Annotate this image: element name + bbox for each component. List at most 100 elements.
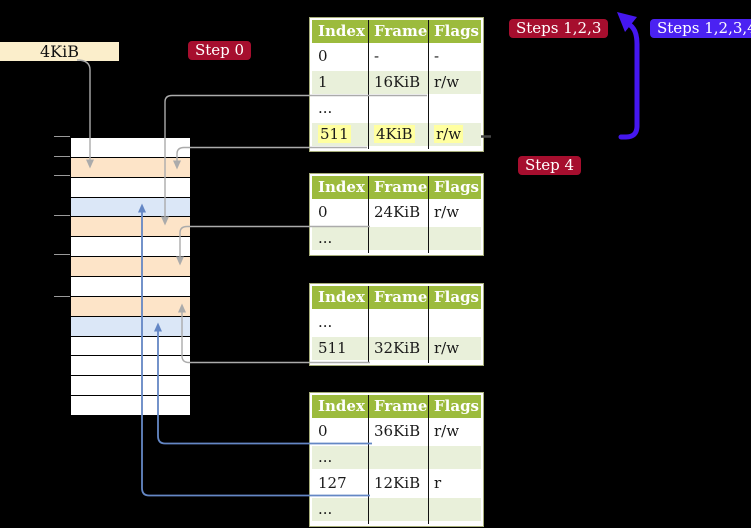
column-header: Flags	[434, 288, 479, 306]
column-header: Index	[318, 288, 365, 306]
table-cell	[368, 227, 428, 250]
badge-steps-1-2-3-4: Steps 1,2,3,4	[650, 19, 751, 38]
table-cell	[368, 311, 428, 334]
table-cell: 127	[318, 474, 347, 492]
page-table-bottom: Index Frame Flags 0 36KiB r/w... 127 12KiB r...	[309, 392, 484, 527]
badge-step-4: Step 4	[518, 156, 582, 175]
table-header-row: Index Frame Flags	[312, 176, 481, 199]
memory-frame-row	[71, 237, 190, 258]
column-header: Frame	[374, 397, 428, 415]
table-cell: ...	[318, 313, 333, 331]
table-row: ...	[312, 311, 481, 337]
table-cell: 12KiB	[374, 474, 421, 492]
table-cell: 32KiB	[374, 339, 421, 357]
column-divider	[428, 176, 429, 253]
table-header-row: Index Frame Flags	[312, 395, 481, 418]
table-cell: r	[434, 474, 442, 492]
memory-frame-row	[71, 336, 190, 357]
table-row: 511 32KiB r/w	[312, 337, 481, 363]
column-divider	[428, 286, 429, 363]
memory-tick	[54, 175, 70, 176]
page-size-label: 4KiB	[0, 42, 119, 61]
table-cell: 0	[318, 47, 328, 65]
table-row: ...	[312, 227, 481, 253]
table-cell: -	[374, 47, 380, 65]
memory-frame-row	[71, 217, 190, 238]
memory-frame-row	[71, 376, 190, 397]
table-cell: r/w	[434, 422, 460, 440]
memory-frame-row	[71, 356, 190, 377]
table-row: 0 36KiB r/w	[312, 420, 481, 446]
table-cell: 16KiB	[374, 73, 421, 91]
steps-loop-arrow	[618, 22, 640, 140]
memory-tick	[54, 156, 70, 157]
table-cell: ...	[318, 229, 333, 247]
column-header: Frame	[374, 288, 428, 306]
column-divider	[368, 20, 369, 149]
table-row: ...	[312, 97, 481, 123]
table-header-row: Index Frame Flags	[312, 286, 481, 309]
table-cell: 24KiB	[374, 203, 421, 221]
column-header: Flags	[434, 22, 479, 40]
memory-frame-row	[71, 277, 190, 297]
badge-steps-1-2-3: Steps 1,2,3	[509, 19, 609, 38]
table-cell	[368, 97, 428, 120]
table-cell: r/w	[434, 203, 460, 221]
table-cell: 1	[318, 73, 328, 91]
column-divider	[428, 20, 429, 149]
table-cell: r/w	[428, 123, 481, 146]
column-divider	[368, 395, 369, 524]
memory-tick	[54, 215, 70, 216]
column-header: Frame	[374, 22, 428, 40]
badge-step-0: Step 0	[188, 41, 252, 60]
table-cell: r/w	[434, 339, 460, 357]
memory-tick	[54, 296, 70, 297]
page-table-third: Index Frame Flags... 511 32KiB r/w	[309, 283, 484, 366]
memory-frame-row	[71, 296, 190, 317]
table-row: 127 12KiB r	[312, 472, 481, 498]
memory-frame-row	[71, 396, 190, 416]
memory-frame-row	[71, 157, 190, 178]
column-divider	[368, 286, 369, 363]
memory-frame-row	[71, 138, 190, 158]
table-cell: 511	[318, 339, 347, 357]
table-cell	[428, 97, 481, 120]
column-header: Index	[318, 397, 365, 415]
column-divider	[428, 395, 429, 524]
table-cell: 36KiB	[374, 422, 421, 440]
table-row: ...	[312, 498, 481, 524]
highlighted-value: r/w	[434, 125, 464, 143]
memory-tick	[54, 254, 70, 255]
table-row: 1 16KiB r/w	[312, 71, 481, 97]
column-divider	[368, 176, 369, 253]
table-cell	[428, 311, 481, 334]
table-cell: ...	[318, 99, 333, 117]
column-header: Flags	[434, 178, 479, 196]
table-cell: r/w	[434, 73, 460, 91]
table-cell: 0	[318, 422, 328, 440]
table-cell: -	[434, 47, 440, 65]
column-header: Frame	[374, 178, 428, 196]
table-cell	[368, 446, 428, 469]
column-header: Flags	[434, 397, 479, 415]
table-cell: ...	[318, 448, 333, 466]
table-cell: 511	[312, 123, 368, 146]
table-cell	[428, 498, 481, 521]
memory-frame-row	[71, 177, 190, 198]
table-row: 0 - -	[312, 45, 481, 71]
column-header: Index	[318, 178, 365, 196]
table-cell	[428, 446, 481, 469]
table-cell: 4KiB	[368, 123, 428, 146]
table-row: 511 4KiB r/w	[312, 123, 481, 149]
table-row: ...	[312, 446, 481, 472]
physical-memory-column	[70, 137, 191, 416]
table-cell	[368, 498, 428, 521]
memory-frame-row	[71, 316, 190, 337]
highlighted-value: 511	[318, 125, 351, 143]
memory-frame-row	[71, 197, 190, 218]
